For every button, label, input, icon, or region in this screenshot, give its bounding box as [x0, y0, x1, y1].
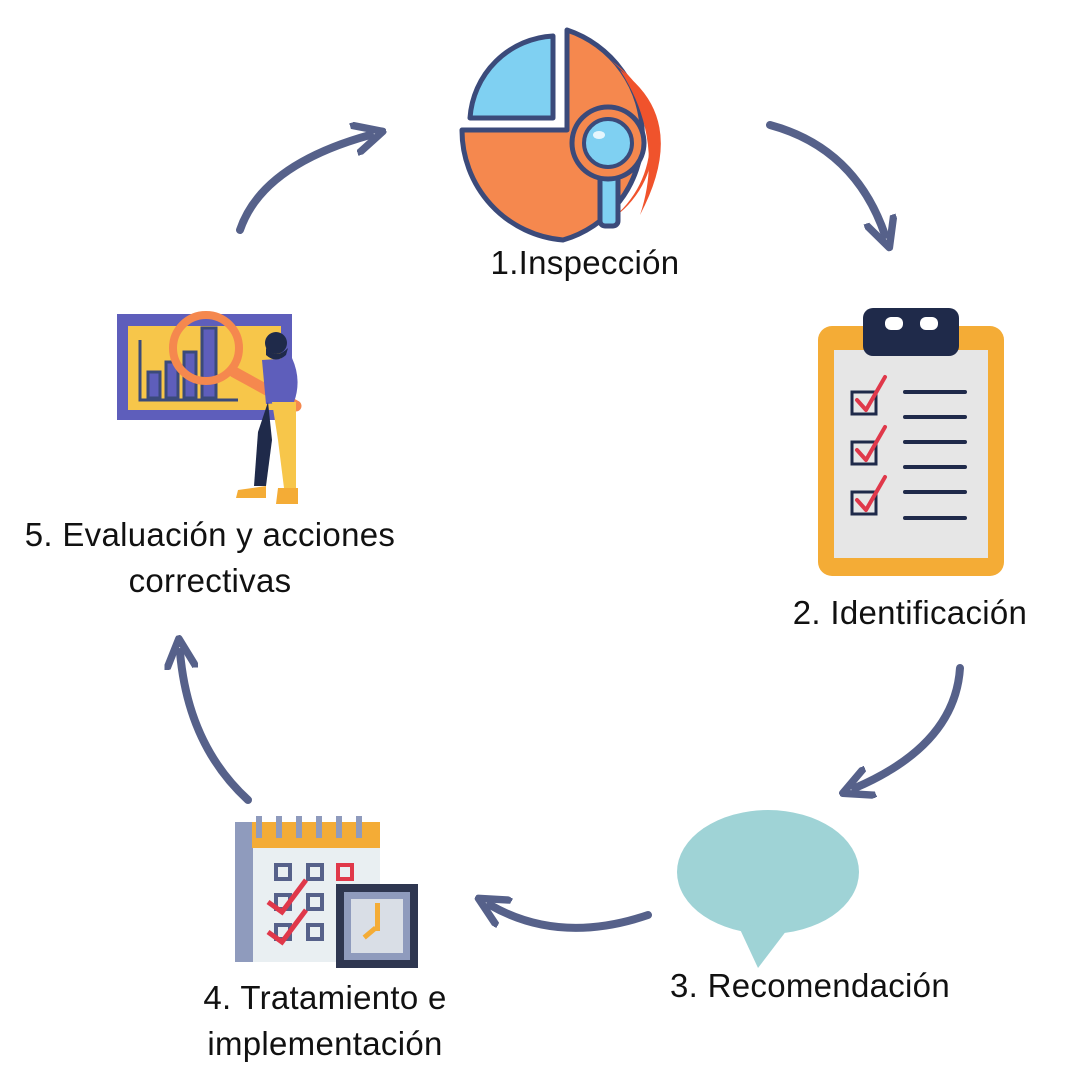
- arrow-evaluation-to-inspection: [236, 135, 370, 234]
- clipboard-checklist-icon: [818, 308, 1004, 576]
- step-4-label-line-2: implementación: [207, 1025, 443, 1062]
- step-5-label-line-2: correctivas: [128, 562, 292, 599]
- step-2-label-text: 2. Identificación: [792, 594, 1028, 631]
- step-1-label: 1.Inspección: [435, 240, 735, 286]
- step-5-label-line-1: 5. Evaluación y acciones: [24, 516, 396, 553]
- step-3-label-text: 3. Recomendación: [670, 967, 950, 1004]
- arrow-identification-to-recommendation: [855, 664, 964, 788]
- step-4-label: 4. Tratamiento e implementación: [165, 975, 485, 1067]
- speech-bubble-icon: [677, 810, 859, 968]
- step-1-label-text: 1.Inspección: [490, 244, 680, 281]
- step-3-label: 3. Recomendación: [640, 963, 980, 1009]
- step-4-label-line-1: 4. Tratamiento e: [203, 979, 447, 1016]
- pie-chart-magnifier-icon: [459, 27, 661, 243]
- arrow-treatment-to-evaluation: [180, 652, 252, 804]
- person-analyzing-chart-icon: [117, 311, 302, 504]
- arrow-inspection-to-identification: [766, 121, 885, 235]
- step-2-label: 2. Identificación: [760, 590, 1060, 636]
- step-5-label: 5. Evaluación y acciones correctivas: [0, 512, 420, 604]
- arrow-recommendation-to-treatment: [490, 905, 652, 932]
- calendar-clock-icon: [235, 816, 418, 968]
